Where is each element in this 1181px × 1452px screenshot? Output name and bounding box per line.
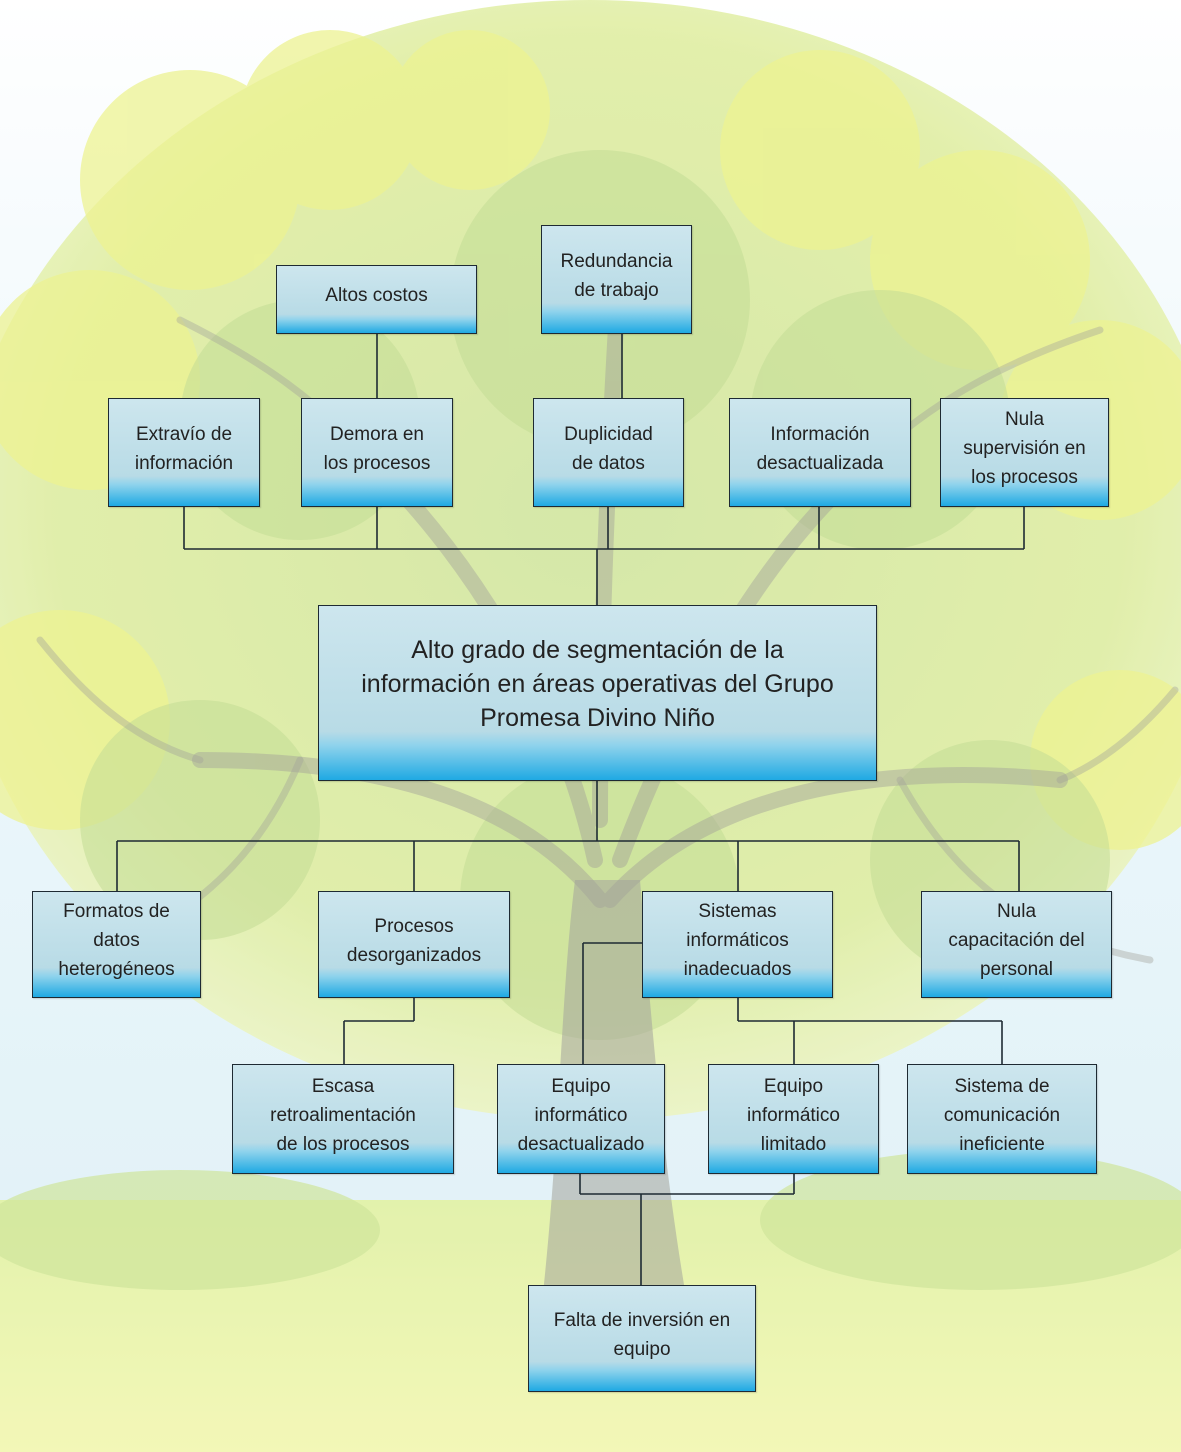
cause-nula-capacitacion: Nula capacitación del personal [921,891,1112,998]
core-problem: Alto grado de segmentación de la informa… [318,605,877,781]
subcause-equipo-desactualizado: Equipo informático desactualizado [497,1064,665,1174]
subcause-escasa-retroalimentacion: Escasa retroalimentación de los procesos [232,1064,454,1174]
effect-extravio-de-informacion: Extravío de información [108,398,260,507]
effect-altos-costos: Altos costos [276,265,477,334]
effect-redundancia-de-trabajo: Redundancia de trabajo [541,225,692,334]
subcause-sistema-comunicacion: Sistema de comunicación ineficiente [907,1064,1097,1174]
root-cause-falta-de-inversion: Falta de inversión en equipo [528,1285,756,1392]
effect-demora-en-los-procesos: Demora en los procesos [301,398,453,507]
subcause-equipo-limitado: Equipo informático limitado [708,1064,879,1174]
cause-procesos-desorganizados: Procesos desorganizados [318,891,510,998]
effect-duplicidad-de-datos: Duplicidad de datos [533,398,684,507]
cause-formatos-de-datos: Formatos de datos heterogéneos [32,891,201,998]
effect-informacion-desactualizada: Información desactualizada [729,398,911,507]
cause-sistemas-informaticos: Sistemas informáticos inadecuados [642,891,833,998]
effect-nula-supervision: Nula supervisión en los procesos [940,398,1109,507]
